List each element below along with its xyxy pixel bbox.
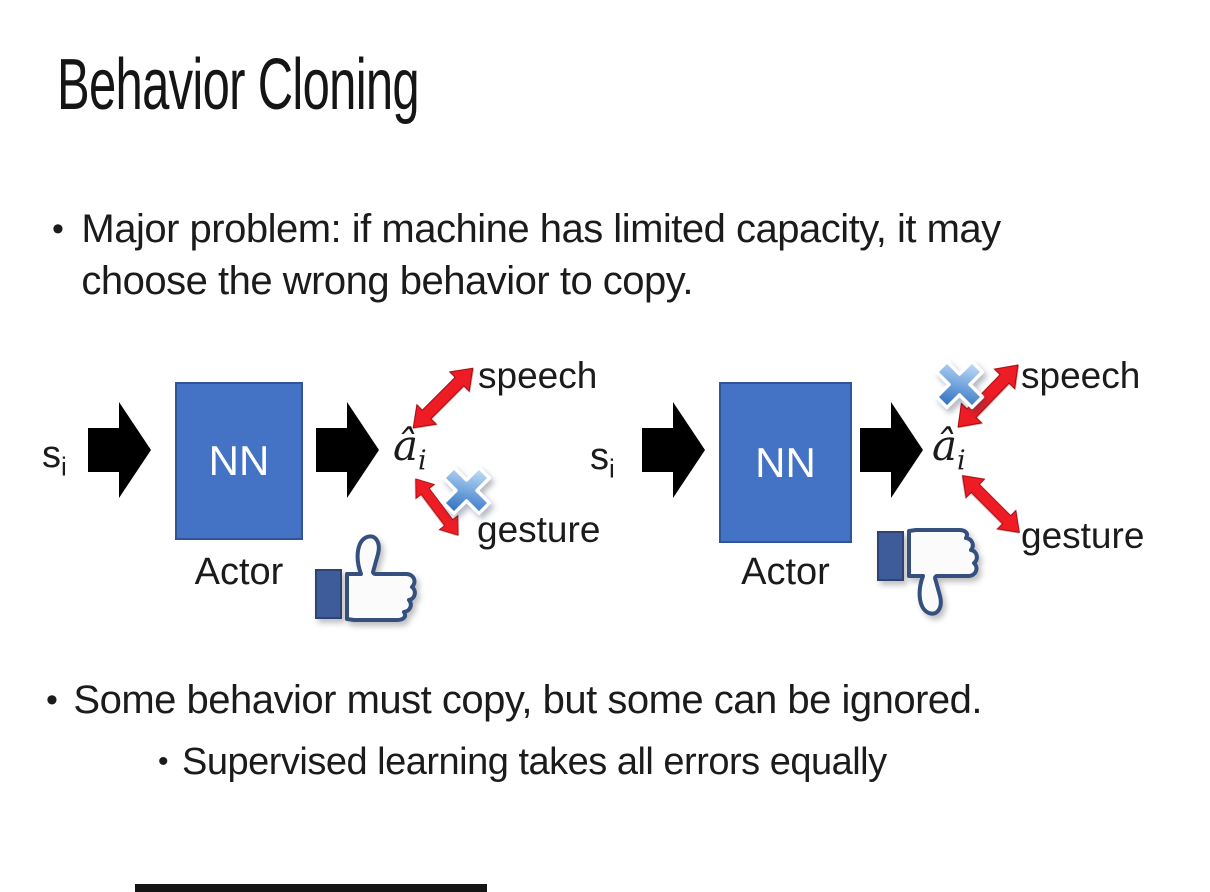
clipped-text-strip xyxy=(135,884,487,892)
slide-title: Behavior Cloning xyxy=(57,45,420,125)
bullet-supervised-learning-text: Supervised learning takes all errors equ… xyxy=(182,741,887,783)
left-gesture-label: gesture xyxy=(477,509,601,550)
right-output-action-subscript: i xyxy=(957,445,966,477)
right-gesture-label: gesture xyxy=(1021,515,1145,556)
bullet-supervised-learning: • Supervised learning takes all errors e… xyxy=(158,738,1158,786)
bullet-marker: • xyxy=(46,681,58,719)
left-output-arrow-icon xyxy=(316,402,379,498)
left-speech-double-arrow-icon xyxy=(412,367,474,429)
left-output-action-label: âi xyxy=(393,421,427,477)
left-blue-cross-icon xyxy=(441,465,492,516)
left-speech-label: speech xyxy=(478,355,598,396)
right-actor-label: Actor xyxy=(741,551,830,593)
left-gesture-double-arrow-icon xyxy=(415,478,459,536)
right-output-action-label: âi xyxy=(932,421,966,477)
left-nn-box: NN xyxy=(175,382,303,540)
bullet-some-behavior: • Some behavior must copy, but some can … xyxy=(46,674,1176,726)
right-nn-box: NN xyxy=(719,382,852,543)
left-input-state-label: si xyxy=(42,434,67,482)
thumbs-up-icon xyxy=(315,534,417,622)
right-output-arrow-icon xyxy=(860,402,923,498)
left-input-arrow-icon xyxy=(88,402,151,498)
right-speech-label: speech xyxy=(1021,355,1141,396)
bullet-marker: • xyxy=(52,210,64,248)
thumbs-down-icon xyxy=(877,528,979,616)
right-blue-cross-icon xyxy=(934,359,985,410)
bullet-marker: • xyxy=(158,745,169,778)
right-speech-double-arrow-icon xyxy=(957,364,1019,428)
right-gesture-double-arrow-icon xyxy=(962,475,1020,533)
left-output-action-subscript: i xyxy=(418,445,427,477)
right-nn-label: NN xyxy=(755,438,816,486)
left-actor-label: Actor xyxy=(194,551,284,593)
right-input-arrow-icon xyxy=(642,402,705,498)
left-input-state-subscript: i xyxy=(61,451,67,482)
bullet-some-behavior-text: Some behavior must copy, but some can be… xyxy=(73,678,983,722)
right-input-state-subscript: i xyxy=(609,453,615,484)
bullet-major-problem-text: Major problem: if machine has limited ca… xyxy=(81,207,1001,303)
bullet-major-problem: • Major problem: if machine has limited … xyxy=(52,203,1032,307)
left-nn-label: NN xyxy=(208,437,270,484)
right-input-state-label: si xyxy=(590,436,615,484)
